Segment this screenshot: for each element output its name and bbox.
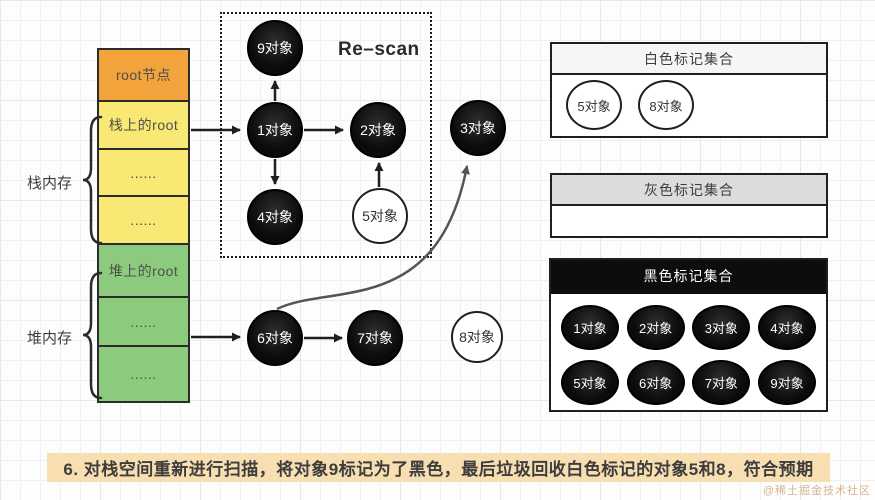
memory-cell-stack-ellipsis: ...... [97,148,190,197]
memory-cell-stack-ellipsis: ...... [97,194,190,246]
watermark: @稀土掘金技术社区 [762,485,871,497]
white-set-item: 8对象 [638,80,694,130]
black-set-item: 5对象 [561,360,619,405]
black-set-item: 1对象 [561,305,619,350]
memory-cell-heap-ellipsis: ...... [97,295,190,348]
graph-node-8: 8对象 [451,311,503,363]
memory-cell-stack-root: 栈上的root [97,99,190,151]
black-set-item: 7对象 [692,360,751,405]
gray-set-title: 灰色标记集合 [552,175,826,206]
white-set-body: 5对象 8对象 [552,75,826,135]
black-set-body: 1对象 2对象 3对象 4对象 5对象 6对象 7对象 9对象 [551,294,826,405]
memory-column: root节点 栈上的root ...... ...... 堆上的root ...… [97,48,190,403]
graph-node-5: 5对象 [352,188,408,244]
white-set-title: 白色标记集合 [552,44,826,75]
step-caption: 6. 对栈空间重新进行扫描，将对象9标记为了黑色，最后垃圾回收白色标记的对象5和… [47,453,830,482]
black-set-item: 9对象 [757,360,816,405]
black-set-row: 1对象 2对象 3对象 4对象 [551,305,826,350]
black-set-item: 3对象 [692,305,751,350]
graph-node-2: 2对象 [350,102,406,158]
graph-node-9: 9对象 [247,20,303,76]
memory-cell-heap-ellipsis: ...... [97,345,190,403]
graph-node-7: 7对象 [347,310,403,366]
gray-set-body [552,206,826,235]
black-set-row: 5对象 6对象 7对象 9对象 [551,360,826,405]
graph-node-4: 4对象 [247,189,303,245]
stack-memory-label: 栈内存 [27,175,73,192]
graph-node-1: 1对象 [247,102,303,158]
memory-cell-root: root节点 [97,48,190,102]
black-set-title: 黑色标记集合 [551,260,826,294]
graph-node-3: 3对象 [450,100,506,156]
white-marked-set-panel: 白色标记集合 5对象 8对象 [550,42,828,138]
heap-memory-label: 堆内存 [27,330,73,347]
black-set-item: 4对象 [757,305,816,350]
black-set-item: 6对象 [626,360,685,405]
black-marked-set-panel: 黑色标记集合 1对象 2对象 3对象 4对象 5对象 6对象 7对象 9对象 [549,258,828,412]
memory-cell-heap-root: 堆上的root [97,243,190,298]
graph-node-6: 6对象 [247,310,303,366]
gray-marked-set-panel: 灰色标记集合 [550,173,828,238]
white-set-item: 5对象 [566,80,622,130]
black-set-item: 2对象 [626,305,685,350]
rescan-title: Re–scan [338,39,420,60]
